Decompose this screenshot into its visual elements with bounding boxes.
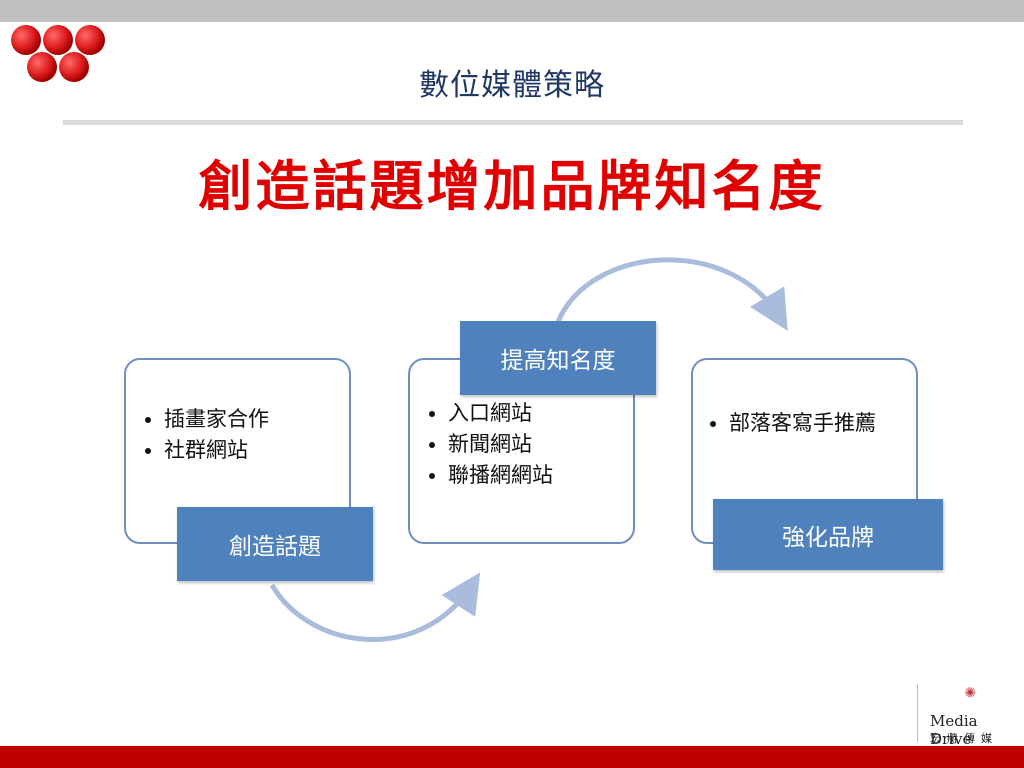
top-bar (0, 0, 1024, 22)
title-divider (63, 120, 963, 125)
step-3-bullet-1: 部落客寫手推薦 (729, 408, 916, 439)
page-title: 創造話題增加品牌知名度 (198, 155, 826, 218)
arrow-step1-to-step2 (269, 572, 481, 643)
bottom-bar (0, 746, 1024, 768)
step-1-bullet-2: 社群網站 (164, 435, 349, 466)
media-drive-logo-icon (964, 686, 976, 698)
step-2-bullet-1: 入口網站 (448, 398, 633, 429)
step-label-2: 提高知名度 (460, 321, 656, 395)
red-dots-logo-icon (11, 25, 105, 82)
step-label-3: 強化品牌 (713, 499, 943, 570)
footer-divider (917, 684, 918, 742)
step-2-bullet-2: 新聞網站 (448, 429, 633, 460)
arrow-step2-to-step3 (555, 257, 788, 331)
footer-brand-chinese: 宏將傳媒 (930, 732, 998, 745)
footer-brand-name: Media Drive (930, 712, 978, 748)
page-subtitle: 數位媒體策略 (419, 68, 605, 103)
step-label-1: 創造話題 (177, 507, 373, 581)
step-2-bullet-3: 聯播網網站 (448, 460, 633, 491)
step-1-bullet-1: 插畫家合作 (164, 404, 349, 435)
